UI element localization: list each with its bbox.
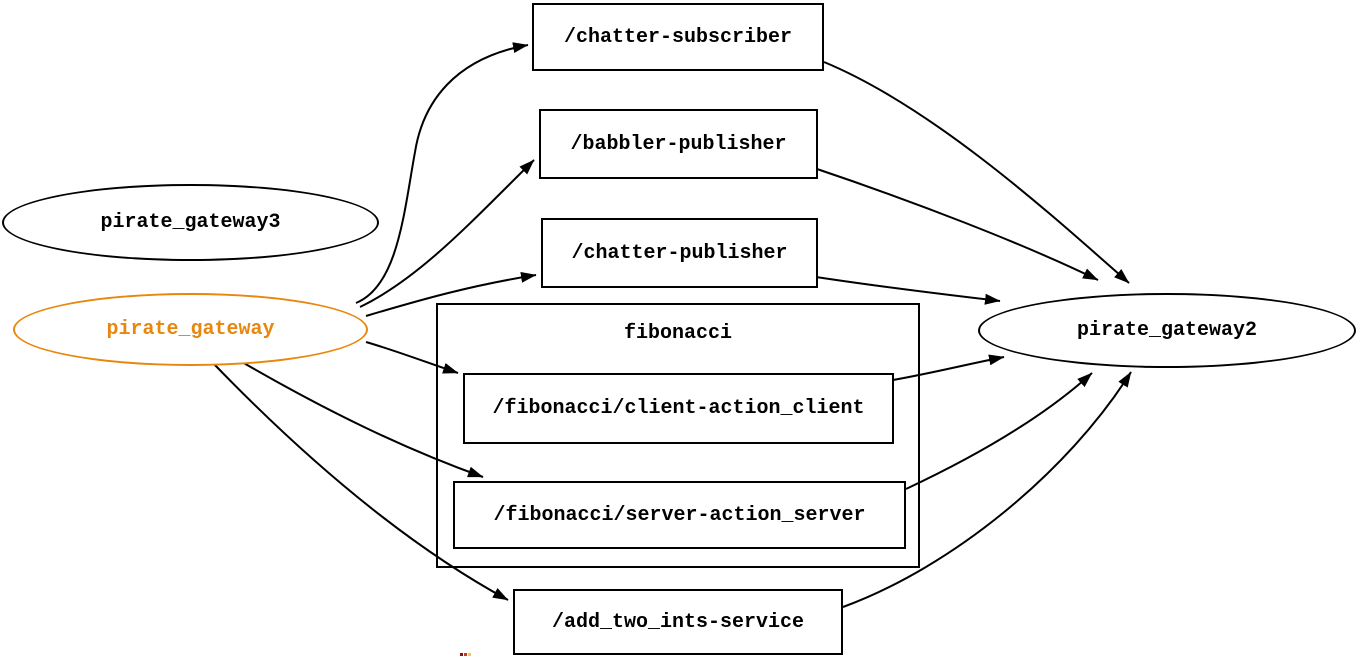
node-add-two-ints-service-label: /add_two_ints-service: [551, 610, 805, 634]
edge-add_two_ints-to-pirate_gateway2: [842, 371, 1132, 608]
edge-babbler-publisher-to-pirate_gateway2: [816, 168, 1099, 281]
node-add-two-ints-service[interactable]: /add_two_ints-service: [513, 589, 843, 655]
node-pirate-gateway2-label: pirate_gateway2: [1076, 319, 1258, 342]
node-chatter-publisher-label: /chatter-publisher: [571, 241, 788, 265]
node-pirate-gateway2[interactable]: pirate_gateway2: [978, 293, 1356, 368]
cluster-fibonacci-label: fibonacci: [623, 322, 733, 345]
node-fibonacci-server-action-server-label: /fibonacci/server-action_server: [493, 503, 866, 527]
edge-pirate_gateway-to-babbler-publisher: [359, 159, 535, 308]
edge-pirate_gateway-to-chatter-publisher: [365, 271, 537, 317]
node-chatter-subscriber[interactable]: /chatter-subscriber: [532, 3, 824, 71]
node-pirate-gateway3[interactable]: pirate_gateway3: [2, 184, 379, 261]
edge-fibonacci-server-to-pirate_gateway2: [905, 372, 1093, 490]
node-babbler-publisher[interactable]: /babbler-publisher: [539, 109, 818, 179]
render-artifact-dot: [464, 653, 467, 656]
node-chatter-publisher[interactable]: /chatter-publisher: [541, 218, 818, 288]
node-fibonacci-server-action-server[interactable]: /fibonacci/server-action_server: [453, 481, 906, 549]
edge-pirate_gateway-to-chatter-subscriber: [355, 42, 529, 304]
node-pirate-gateway[interactable]: pirate_gateway: [13, 293, 368, 366]
node-babbler-publisher-label: /babbler-publisher: [570, 132, 787, 156]
node-pirate-gateway3-label: pirate_gateway3: [100, 211, 281, 234]
edge-chatter-subscriber-to-pirate_gateway2: [823, 61, 1130, 284]
edge-fibonacci-client-to-pirate_gateway2: [892, 354, 1005, 381]
node-fibonacci-client-action-client-label: /fibonacci/client-action_client: [492, 397, 865, 420]
render-artifact-dot: [468, 653, 471, 656]
edge-pirate_gateway-to-add_two_ints: [212, 362, 509, 601]
node-fibonacci-client-action-client[interactable]: /fibonacci/client-action_client: [463, 373, 894, 444]
edge-pirate_gateway-to-fibonacci-client: [365, 341, 459, 374]
render-artifact-dot: [460, 653, 463, 656]
node-chatter-subscriber-label: /chatter-subscriber: [563, 25, 793, 49]
edge-chatter-publisher-to-pirate_gateway2: [815, 276, 1001, 305]
edge-pirate_gateway-to-fibonacci-server: [241, 361, 484, 478]
node-pirate-gateway-label: pirate_gateway: [106, 318, 275, 341]
